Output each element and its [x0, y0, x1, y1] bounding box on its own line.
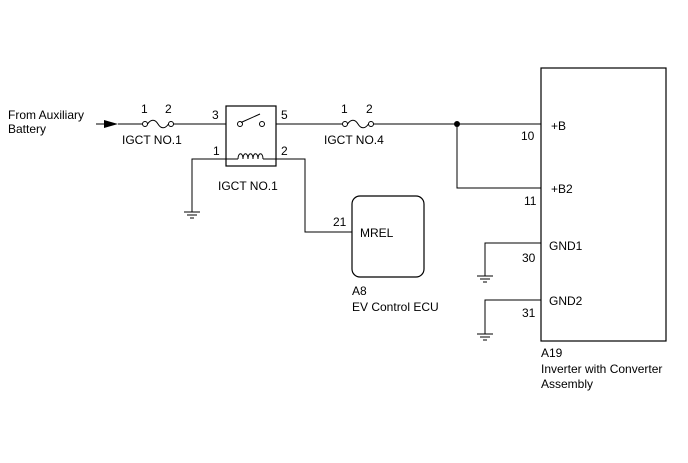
ecu-box [351, 195, 425, 278]
relay-pin-5: 5 [281, 108, 288, 122]
inverter-terminal-b: +B [551, 119, 566, 133]
relay-label: IGCT NO.1 [218, 179, 278, 193]
ground-icon [184, 211, 200, 219]
relay-box [225, 105, 277, 167]
ground-icon [477, 275, 493, 283]
wire-gnd1 [484, 242, 541, 276]
fuse1-pin-a: 1 [141, 102, 148, 116]
fuse-icgt-no4-icon [342, 119, 541, 129]
relay-switch-icon [237, 113, 265, 127]
relay-pin-3: 3 [212, 108, 219, 122]
inverter-terminal-gnd2: GND2 [549, 294, 583, 308]
fuse2-label: IGCT NO.4 [324, 133, 384, 147]
source-label-line1: From Auxiliary [8, 108, 84, 122]
wire-to-b2 [456, 124, 541, 189]
inverter-terminal-gnd1: GND1 [549, 239, 583, 253]
inverter-box [540, 67, 667, 342]
inverter-pin-31: 31 [522, 306, 536, 320]
inverter-connector: A19 [541, 346, 563, 360]
inverter-name-line2: Assembly [541, 377, 593, 391]
ecu-connector: A8 [352, 284, 367, 298]
fuse1-label: IGCT NO.1 [122, 133, 182, 147]
fuse-icgt-no1-icon [118, 119, 226, 129]
ecu-pin: 21 [333, 215, 347, 229]
ecu-name: EV Control ECU [352, 300, 439, 314]
inverter-terminal-b2: +B2 [551, 182, 573, 196]
source-label-line2: Battery [8, 122, 46, 136]
fuse2-pin-a: 1 [341, 102, 348, 116]
relay-pin-1: 1 [213, 144, 220, 158]
fuse2-pin-b: 2 [366, 102, 373, 116]
wire-relay-ground [191, 158, 226, 212]
wire-relay-to-ecu [276, 158, 352, 233]
relay-coil-icon [226, 153, 276, 160]
inverter-pin-30: 30 [522, 251, 536, 265]
wire-gnd2 [484, 299, 541, 334]
inverter-pin-10: 10 [521, 129, 535, 143]
source-arrow-icon [96, 120, 118, 128]
ecu-terminal: MREL [360, 226, 394, 240]
inverter-pin-11: 11 [524, 194, 537, 208]
ground-icon [477, 333, 493, 341]
fuse1-pin-b: 2 [165, 102, 172, 116]
relay-pin-2: 2 [281, 144, 288, 158]
inverter-name-line1: Inverter with Converter [541, 362, 662, 376]
